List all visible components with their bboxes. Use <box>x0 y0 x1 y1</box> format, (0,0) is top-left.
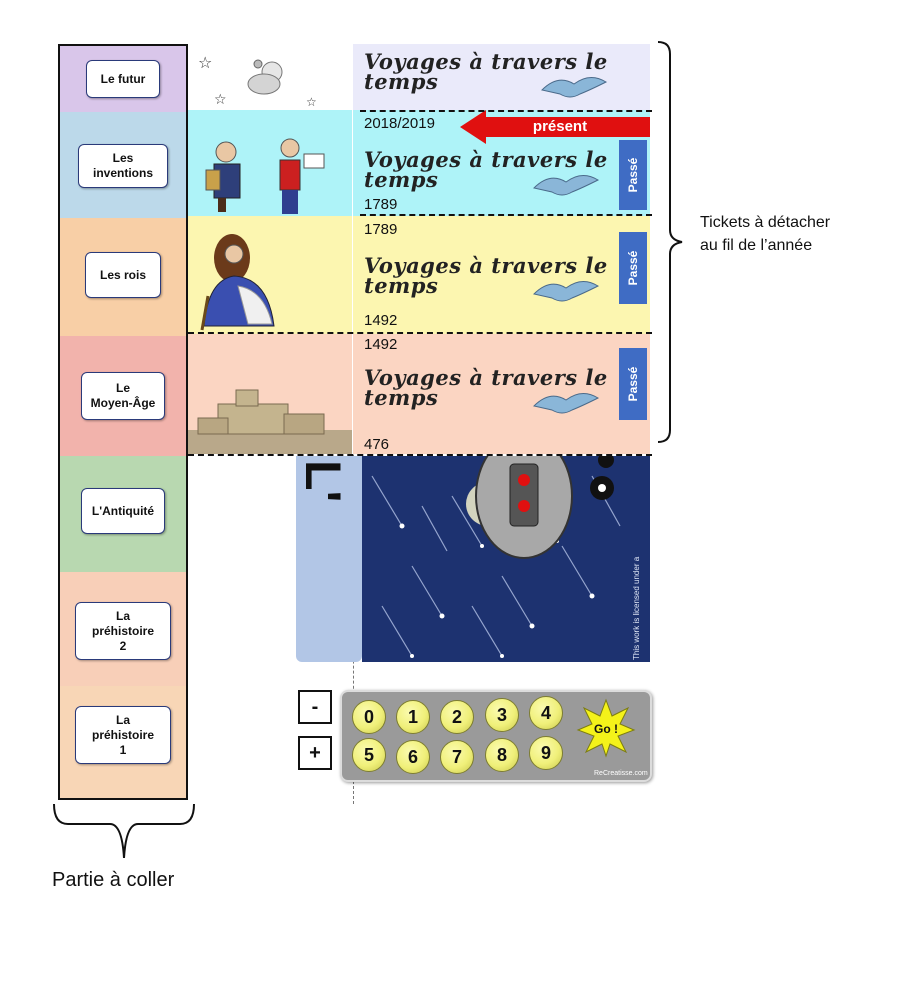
tickets-bracket <box>657 41 683 443</box>
year-label-1492-moyen-age: 1492 <box>364 336 398 353</box>
year-label-476: 476 <box>364 436 390 453</box>
ticket-title-futur: Voyages à travers le temps <box>364 49 608 94</box>
license-text: This work is licensed under a <box>632 556 641 660</box>
ticket-futur <box>353 44 650 110</box>
digit-5-button[interactable]: 5 <box>352 738 386 772</box>
glue-bracket <box>53 803 195 859</box>
digit-8-button[interactable]: 8 <box>485 738 519 772</box>
ticket-row-futur: ☆ ☆ ☆ <box>188 44 650 110</box>
glue-note: Partie à coller <box>52 869 175 891</box>
ticket-row-rois <box>188 216 650 334</box>
digit-6-button[interactable]: 6 <box>396 740 430 774</box>
glue-strip: Le futur Les inventions Les rois Le Moye… <box>58 44 188 800</box>
astronaut-illustration: ☆ ☆ ☆ <box>198 55 317 109</box>
digit-7-button[interactable]: 7 <box>440 740 474 774</box>
inventors-illustration <box>205 138 325 214</box>
ticket-row-inventions <box>188 110 650 216</box>
category-label-prehistoire-2: La préhistoire 2 <box>75 602 171 660</box>
rois-illustration-area <box>188 216 352 334</box>
passe-tab-rois: Passé <box>619 232 647 304</box>
year-label-present: 2018/2019 <box>364 115 435 132</box>
passe-tab-moyen-age: Passé <box>619 348 647 420</box>
category-label-futur: Le futur <box>86 60 160 98</box>
detach-line <box>360 214 652 216</box>
go-starburst-button[interactable] <box>576 698 636 758</box>
future-illustration-area: ☆ ☆ ☆ <box>188 44 352 110</box>
digit-2-button[interactable]: 2 <box>440 700 474 734</box>
machine-vertical-text: L' <box>295 460 351 503</box>
category-label-prehistoire-1: La préhistoire 1 <box>75 706 171 764</box>
category-band-antiquite: L'Antiquité <box>60 456 186 572</box>
category-label-inventions: Les inventions <box>78 144 168 188</box>
category-label-antiquite: L'Antiquité <box>81 488 165 534</box>
inventions-illustration-area <box>188 110 352 216</box>
bird-icon <box>541 77 608 98</box>
bird-icon <box>533 175 600 196</box>
go-label: Go ! <box>594 722 618 736</box>
king-illustration <box>200 234 275 331</box>
passe-tab-inventions: Passé <box>619 140 647 210</box>
digit-0-button[interactable]: 0 <box>352 700 386 734</box>
keypad-panel: 0 1 2 3 4 5 6 7 8 9 Go ! ReCreatisse.com <box>340 690 652 782</box>
digit-1-button[interactable]: 1 <box>396 700 430 734</box>
present-arrow <box>460 110 650 144</box>
category-band-prehistoire-2: La préhistoire 2 <box>60 572 186 686</box>
digit-4-button[interactable]: 4 <box>529 696 563 730</box>
bird-icon <box>533 393 600 414</box>
ticket-title-rois: Voyages à travers le temps <box>364 253 608 298</box>
category-band-prehistoire-1: La préhistoire 1 <box>60 686 186 798</box>
detach-line <box>360 110 652 112</box>
star-icon: ☆ <box>214 91 227 107</box>
digit-3-button[interactable]: 3 <box>485 698 519 732</box>
bird-icon <box>533 281 600 302</box>
year-label-1492-rois: 1492 <box>364 312 398 329</box>
ticket-rois <box>353 216 650 334</box>
present-arrow-label: présent <box>532 118 588 135</box>
castle-illustration <box>188 389 352 454</box>
digit-9-button[interactable]: 9 <box>529 736 563 770</box>
brand-label: ReCreatisse.com <box>594 770 648 777</box>
moyen-age-illustration-area <box>188 334 352 454</box>
category-band-moyen-age: Le Moyen-Âge <box>60 336 186 456</box>
category-band-rois: Les rois <box>60 218 186 336</box>
ticket-row-moyen-age <box>188 334 650 454</box>
tickets-note: Tickets à détacher au fil de l’année <box>700 214 831 254</box>
category-label-rois: Les rois <box>85 252 161 298</box>
minus-button[interactable]: - <box>298 690 332 724</box>
star-icon: ☆ <box>198 55 212 72</box>
detach-line <box>188 332 652 334</box>
star-icon: ☆ <box>306 95 317 109</box>
machine-side-panel <box>296 456 362 662</box>
year-label-1789-rois: 1789 <box>364 221 398 238</box>
category-band-inventions: Les inventions <box>60 112 186 218</box>
ticket-moyen-age <box>353 334 650 454</box>
plus-button[interactable]: + <box>298 736 332 770</box>
ticket-title-inventions: Voyages à travers le temps <box>364 147 608 192</box>
category-band-futur: Le futur <box>60 46 186 112</box>
ticket-title-moyen-age: Voyages à travers le temps <box>364 365 608 410</box>
category-label-moyen-age: Le Moyen-Âge <box>81 372 165 420</box>
year-label-1789-inventions: 1789 <box>364 196 398 213</box>
space-background <box>362 456 650 662</box>
detach-line <box>188 454 652 456</box>
